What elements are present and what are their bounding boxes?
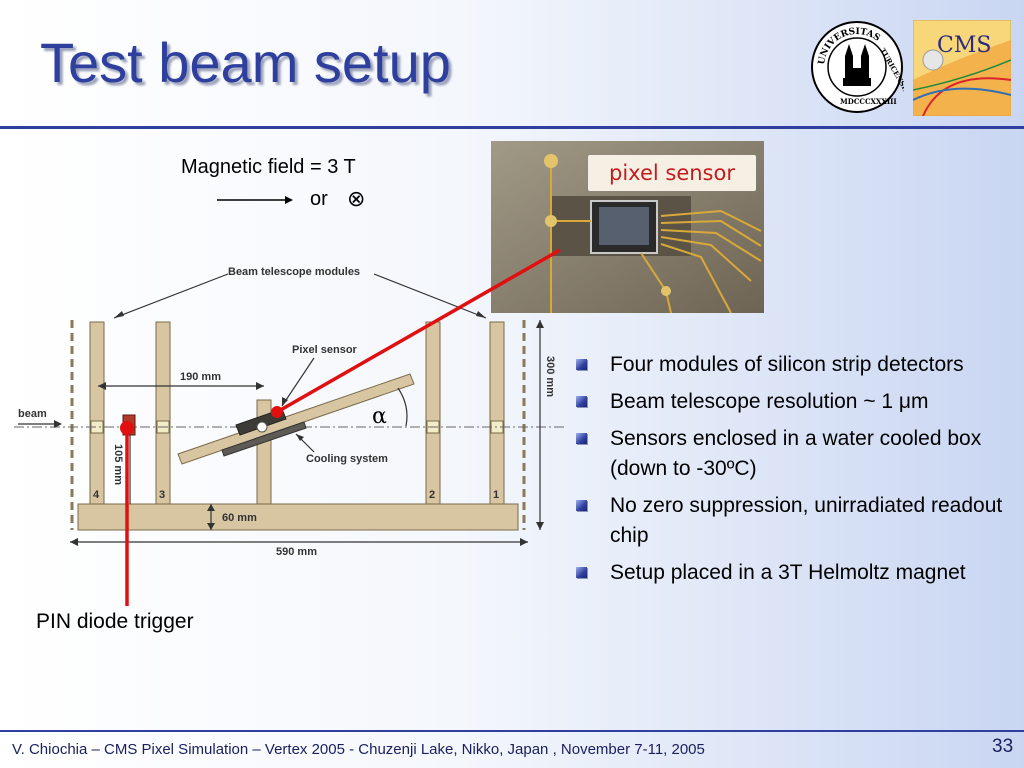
dimension-300-label: 300 mm [544, 356, 556, 397]
module-number: 3 [159, 489, 165, 501]
bullet-item: Sensors enclosed in a water cooled box (… [574, 424, 1019, 484]
bullet-text: Sensors enclosed in a water cooled box (… [610, 427, 982, 480]
modules-arrow-right [373, 273, 487, 319]
dimension-190-label: 190 mm [180, 371, 221, 383]
telescope-module-4 [89, 321, 105, 505]
telescope-module-2 [425, 321, 441, 505]
cms-logo-text: CMS [937, 33, 991, 58]
bullet-item: Beam telescope resolution ~ 1 μm [574, 387, 1019, 417]
bullet-text: No zero suppression, unirradiated readou… [610, 494, 1003, 547]
cooling-system-label: Cooling system [306, 453, 388, 465]
slide-title: Test beam setup [40, 31, 451, 94]
bullet-text: Setup placed in a 3T Helmoltz magnet [610, 561, 966, 584]
bullet-item: Setup placed in a 3T Helmoltz magnet [574, 558, 1019, 588]
telescope-module-3 [155, 321, 171, 505]
slide-footer: V. Chiochia – CMS Pixel Simulation – Ver… [12, 741, 705, 758]
bullet-square-icon [576, 500, 587, 511]
dimension-105-label: 105 mm [112, 444, 124, 485]
bullet-square-icon [576, 396, 587, 407]
cathedral-icon [843, 44, 871, 86]
pixel-sensor-diagram-label: Pixel sensor [292, 344, 358, 356]
module-number: 4 [93, 489, 100, 501]
test-beam-setup-diagram: Beam telescope modules 4 3 2 1 beam Pixe… [14, 266, 564, 558]
telescope-module-1 [489, 321, 505, 505]
seal-text-bottom: MDCCCXXXIII [840, 97, 897, 106]
slide-number: 33 [992, 736, 1014, 757]
setup-base-plate [77, 503, 519, 531]
magnetic-field-label: Magnetic field = 3 T [181, 156, 356, 178]
bullet-list: Four modules of silicon strip detectors … [574, 350, 1019, 595]
magnetic-field-or: or [310, 188, 328, 210]
dimension-590-label: 590 mm [276, 546, 317, 558]
bullet-text: Beam telescope resolution ~ 1 μm [610, 390, 929, 413]
cooling-system-block [221, 421, 307, 457]
bullet-item: No zero suppression, unirradiated readou… [574, 491, 1019, 551]
modules-arrow-left [113, 273, 229, 319]
bullet-text: Four modules of silicon strip detectors [610, 353, 964, 376]
pin-diode-trigger-label: PIN diode trigger [36, 610, 194, 633]
field-into-page-icon: ⊗ [347, 186, 366, 211]
beam-label: beam [18, 408, 47, 420]
dimension-60-label: 60 mm [222, 512, 257, 524]
pixel-sensor-photo-label: pixel sensor [588, 155, 756, 191]
module-number: 2 [429, 489, 435, 501]
module-number: 1 [493, 489, 499, 501]
pin-diode [122, 414, 136, 436]
tilt-angle-alpha: α [372, 404, 387, 429]
footer-divider [0, 730, 1024, 732]
bullet-square-icon [576, 567, 587, 578]
angle-arc [397, 387, 408, 427]
bullet-square-icon [576, 359, 587, 370]
bullet-item: Four modules of silicon strip detectors [574, 350, 1019, 380]
bullet-square-icon [576, 433, 587, 444]
field-direction-arrow [217, 196, 293, 204]
university-seal-logo: UNIVERSITAS TURICENSIS MDCCCXXXIII [811, 21, 904, 113]
beam-telescope-modules-label: Beam telescope modules [228, 266, 360, 278]
title-divider [0, 126, 1024, 129]
cms-logo: CMS [913, 20, 1011, 116]
